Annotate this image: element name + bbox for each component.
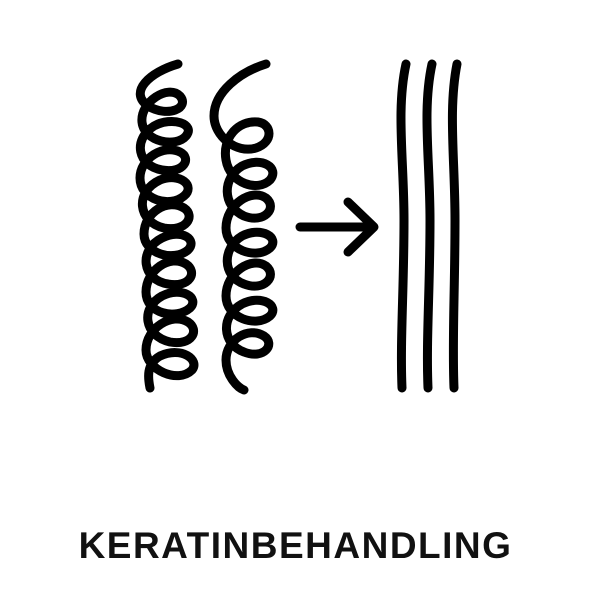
arrow-right-icon bbox=[295, 197, 379, 257]
hair-transformation-illustration bbox=[135, 59, 462, 395]
straight-hair-strands-icon bbox=[396, 59, 462, 393]
curly-hair-strand-right-icon bbox=[209, 59, 278, 395]
curly-hair-strand-left-icon bbox=[135, 59, 199, 393]
caption-title: KERATINBEHANDLING bbox=[78, 525, 513, 566]
